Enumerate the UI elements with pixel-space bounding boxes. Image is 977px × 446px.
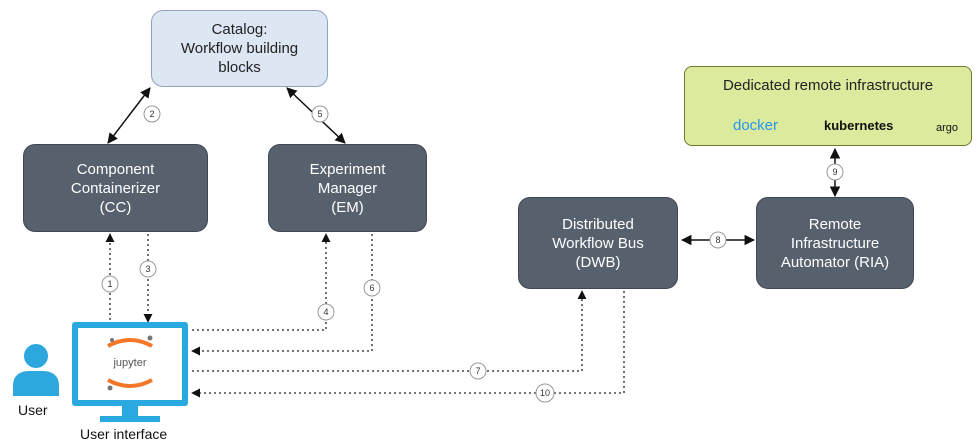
svg-text:1: 1	[107, 279, 112, 289]
arrow-2	[107, 87, 151, 144]
svg-text:5: 5	[317, 109, 322, 119]
user-label: User	[18, 402, 48, 418]
svg-text:jupyter: jupyter	[112, 357, 146, 369]
catalog-node: Catalog: Workflow building blocks	[151, 10, 328, 87]
arrow-6	[191, 234, 373, 356]
monitor-icon	[72, 322, 188, 422]
svg-text:3: 3	[145, 264, 150, 274]
svg-text:4: 4	[323, 307, 328, 317]
arrow-10	[191, 291, 625, 398]
jupyter-logo: jupyter	[107, 335, 153, 391]
step-5: 5	[311, 105, 329, 123]
step-8: 8	[709, 231, 727, 249]
step-6: 6	[363, 279, 381, 297]
distributed-workflow-bus-node: Distributed Workflow Bus (DWB)	[518, 197, 678, 289]
step-10: 10	[535, 383, 555, 403]
arrow-4	[192, 233, 331, 331]
component-containerizer-node: Component Containerizer (CC)	[23, 144, 208, 232]
remote-infrastructure-node: Dedicated remote infrastructure	[684, 66, 972, 146]
argo-label: argo	[936, 122, 959, 134]
svg-text:2: 2	[149, 109, 154, 119]
svg-text:8: 8	[715, 235, 720, 245]
docker-label: docker	[733, 117, 779, 134]
step-3: 3	[139, 260, 157, 278]
svg-text:10: 10	[540, 388, 550, 398]
user-icon	[13, 344, 59, 396]
user-interface-label: User interface	[80, 426, 168, 442]
remote-infrastructure-title: Dedicated remote infrastructure	[722, 77, 934, 94]
svg-text:7: 7	[475, 366, 480, 376]
remote-infrastructure-automator-node: Remote Infrastructure Automator (RIA)	[756, 197, 914, 289]
step-badges: 2 5 1 3 4 6 7 8 9 10	[101, 105, 844, 403]
step-1: 1	[101, 275, 119, 293]
kubernetes-label: kubernetes	[824, 118, 894, 133]
step-9: 9	[826, 163, 844, 181]
experiment-manager-node: Experiment Manager (EM)	[268, 144, 427, 232]
step-2: 2	[143, 105, 161, 123]
step-7: 7	[469, 362, 487, 380]
svg-text:9: 9	[832, 167, 837, 177]
step-4: 4	[317, 303, 335, 321]
arrow-7	[192, 290, 587, 372]
svg-text:6: 6	[369, 283, 374, 293]
